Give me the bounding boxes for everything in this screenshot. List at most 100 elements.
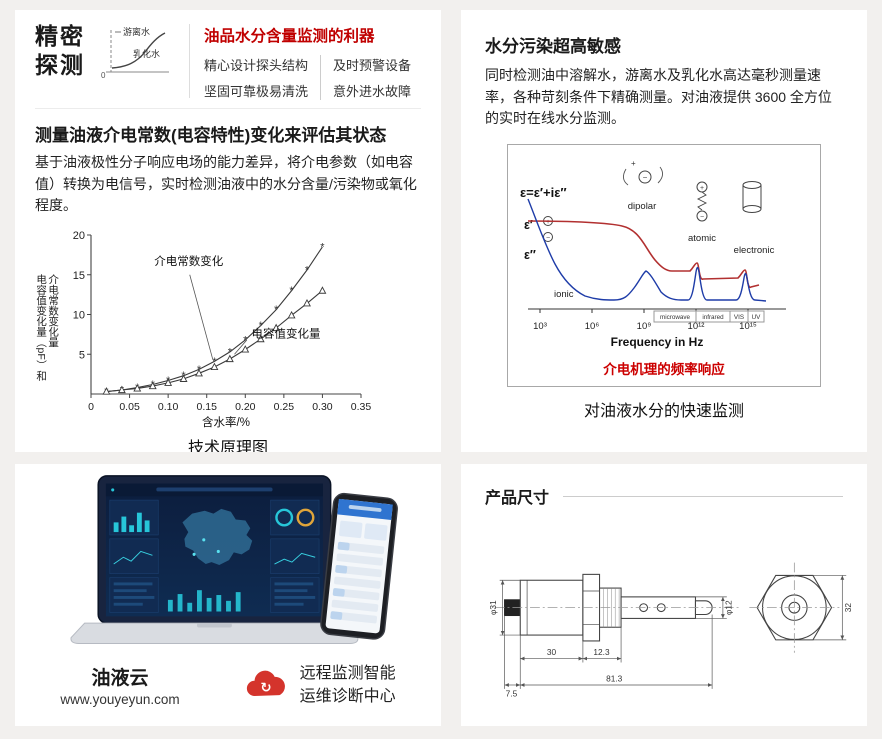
bullet-early-warning: 及时预警设备	[333, 58, 412, 73]
svg-text:介电常数变化: 介电常数变化	[154, 254, 223, 268]
brand-name: 油液云	[91, 668, 149, 690]
eps-imag-label: ε″	[524, 248, 536, 262]
svg-text:*: *	[274, 304, 279, 316]
svg-text:infrared: infrared	[702, 314, 724, 321]
svg-text:0: 0	[88, 401, 94, 413]
svg-text:↻: ↻	[260, 680, 271, 695]
feature-bullets: 精心设计探头结构 坚固可靠极易清洗 及时预警设备 意外进水故障	[204, 55, 421, 100]
eps-imag-curve	[527, 198, 767, 302]
cloud-footer: 油液云 www.youyeyun.com ↻ 远程监测智能 运维诊断中心	[25, 662, 431, 708]
bullet-water-ingress: 意外进水故障	[333, 84, 412, 99]
sensitivity-heading: 水分污染超高敏感	[485, 37, 621, 56]
principle-heading: 测量油液介电常数(电容特性)变化来评估其状态	[35, 126, 387, 145]
frequency-axis: 10³ 10⁶ 10⁹ 10¹² 10¹⁵	[528, 308, 786, 332]
svg-text:*: *	[305, 265, 310, 277]
free-water-label: 游离水	[123, 26, 150, 37]
dimensions-header: 产品尺寸	[485, 484, 843, 508]
precision-card: 精密 探测 游离水 乳化水 0 油品水分含量监测的利器 精心设计探头结构 坚固可…	[15, 10, 441, 452]
cloud-platform-card: 油液云 www.youyeyun.com ↻ 远程监测智能 运维诊断中心	[15, 464, 441, 726]
principle-paragraph: 基于油液极性分子响应电场的能力差异，将介电参数（如电容值）转换为电信号，实时检测…	[35, 154, 417, 214]
svg-text:−: −	[700, 214, 704, 221]
svg-text:−: −	[546, 235, 550, 242]
emulsified-water-label: 乳化水	[133, 48, 160, 59]
bullet-probe-design: 精心设计探头结构	[204, 58, 309, 73]
svg-text:15: 15	[73, 270, 85, 282]
dim-hex-width: 32	[843, 603, 853, 613]
frequency-response-plot: ε=ε′+iε″ ε′ + − ε″ + − dipolar	[520, 159, 786, 349]
laptop-base	[70, 622, 359, 644]
laptop	[70, 475, 359, 644]
china-map-icon	[182, 508, 253, 565]
svg-text:10³: 10³	[533, 321, 547, 332]
frequency-response-figure: ε=ε′+iε″ ε′ + − ε″ + − dipolar	[507, 144, 821, 388]
atomic-icon: + −	[696, 181, 708, 222]
svg-text:+: +	[700, 185, 704, 192]
cloud-icon: ↻	[246, 670, 285, 696]
svg-text:10⁶: 10⁶	[585, 321, 600, 332]
phone	[320, 492, 398, 640]
svg-text:0.20: 0.20	[235, 401, 256, 413]
permittivity-formula: ε=ε′+iε″	[520, 185, 567, 200]
header-rule	[563, 495, 843, 497]
svg-text:10: 10	[73, 310, 85, 322]
svg-text:10¹²: 10¹²	[688, 321, 705, 332]
precision-header-right: 油品水分含量监测的利器 精心设计探头结构 坚固可靠极易清洗 及时预警设备 意外进…	[204, 22, 421, 100]
precision-header: 精密 探测 游离水 乳化水 0 油品水分含量监测的利器 精心设计探头结构 坚固可…	[35, 22, 421, 109]
svg-text:VIS: VIS	[734, 314, 744, 321]
red-headline: 油品水分含量监测的利器	[204, 28, 375, 45]
svg-text:+: +	[631, 159, 636, 168]
zero-label: 0	[101, 71, 106, 80]
bottom-bar-chart	[167, 590, 241, 612]
svg-text:电容值变化量: 电容值变化量	[252, 327, 321, 341]
svg-text:10⁹: 10⁹	[637, 321, 652, 332]
spectral-bands: microwave infrared VIS UV	[653, 310, 765, 323]
water-curve-icon: 游离水 乳化水 0	[101, 26, 169, 80]
svg-text:0.10: 0.10	[158, 401, 179, 413]
service-text: 远程监测智能 运维诊断中心	[299, 665, 396, 706]
svg-text:0.15: 0.15	[197, 401, 218, 413]
svg-text:20: 20	[73, 230, 85, 242]
sensitivity-caption: 对油液水分的快速监测	[583, 403, 744, 421]
bullet-robust-clean: 坚固可靠极易清洗	[204, 84, 309, 99]
svg-text:*: *	[320, 241, 325, 253]
eps-real-label: ε′	[524, 218, 533, 232]
electronic-label: electronic	[734, 245, 775, 256]
service-block: ↻ 远程监测智能 运维诊断中心	[244, 662, 396, 708]
chart-y-axis-label: 电容值变化量（pF）和 介电常数变化量	[35, 274, 60, 381]
sensitivity-card: 水分污染超高敏感 同时检测油中溶解水，游离水及乳化水高达毫秒测量速率，各种苛刻条…	[461, 10, 867, 452]
svg-text:0.25: 0.25	[274, 401, 295, 413]
svg-text:*: *	[228, 346, 233, 358]
dim-body-diameter: φ31	[488, 600, 498, 615]
website-url: www.youyeyun.com	[60, 692, 180, 708]
hex-dimension	[812, 575, 847, 641]
dimensions-title: 产品尺寸	[485, 490, 550, 507]
frequency-axis-title: Frequency in Hz	[611, 335, 704, 349]
dipolar-label: dipolar	[628, 201, 657, 212]
technical-drawing: φ31 φ12 30 12.3 7.5 81.3 32	[488, 562, 853, 699]
dim-step-length: 12.3	[593, 647, 610, 657]
precision-title: 精密 探测	[35, 22, 85, 80]
frequency-figure-caption: 介电机理的频率响应	[603, 362, 725, 378]
ionic-label: ionic	[554, 289, 574, 300]
dim-total-length: 81.3	[606, 674, 623, 684]
panel-bars	[113, 512, 150, 533]
atomic-label: atomic	[688, 233, 716, 244]
precision-title-line2: 探测	[35, 51, 85, 78]
svg-text:0.35: 0.35	[351, 401, 372, 413]
electronic-icon	[742, 181, 762, 214]
sensitivity-paragraph: 同时检测油中溶解水，游离水及乳化水高达毫秒测量速率，各种苛刻条件下精确测量。对油…	[485, 67, 832, 127]
vertical-divider	[189, 24, 190, 98]
brand-block: 油液云 www.youyeyun.com	[60, 663, 179, 707]
svg-text:0.30: 0.30	[312, 401, 333, 413]
dashboard-mockup	[70, 475, 398, 644]
svg-text:*: *	[259, 320, 264, 332]
svg-text:含水率/%: 含水率/%	[202, 415, 250, 429]
svg-text:UV: UV	[752, 314, 762, 321]
dashboard-panels	[109, 499, 320, 613]
svg-text:microwave: microwave	[660, 314, 691, 321]
principle-caption: 技术原理图	[187, 440, 268, 452]
svg-text:+: +	[546, 219, 550, 226]
svg-text:10¹⁵: 10¹⁵	[739, 321, 757, 332]
